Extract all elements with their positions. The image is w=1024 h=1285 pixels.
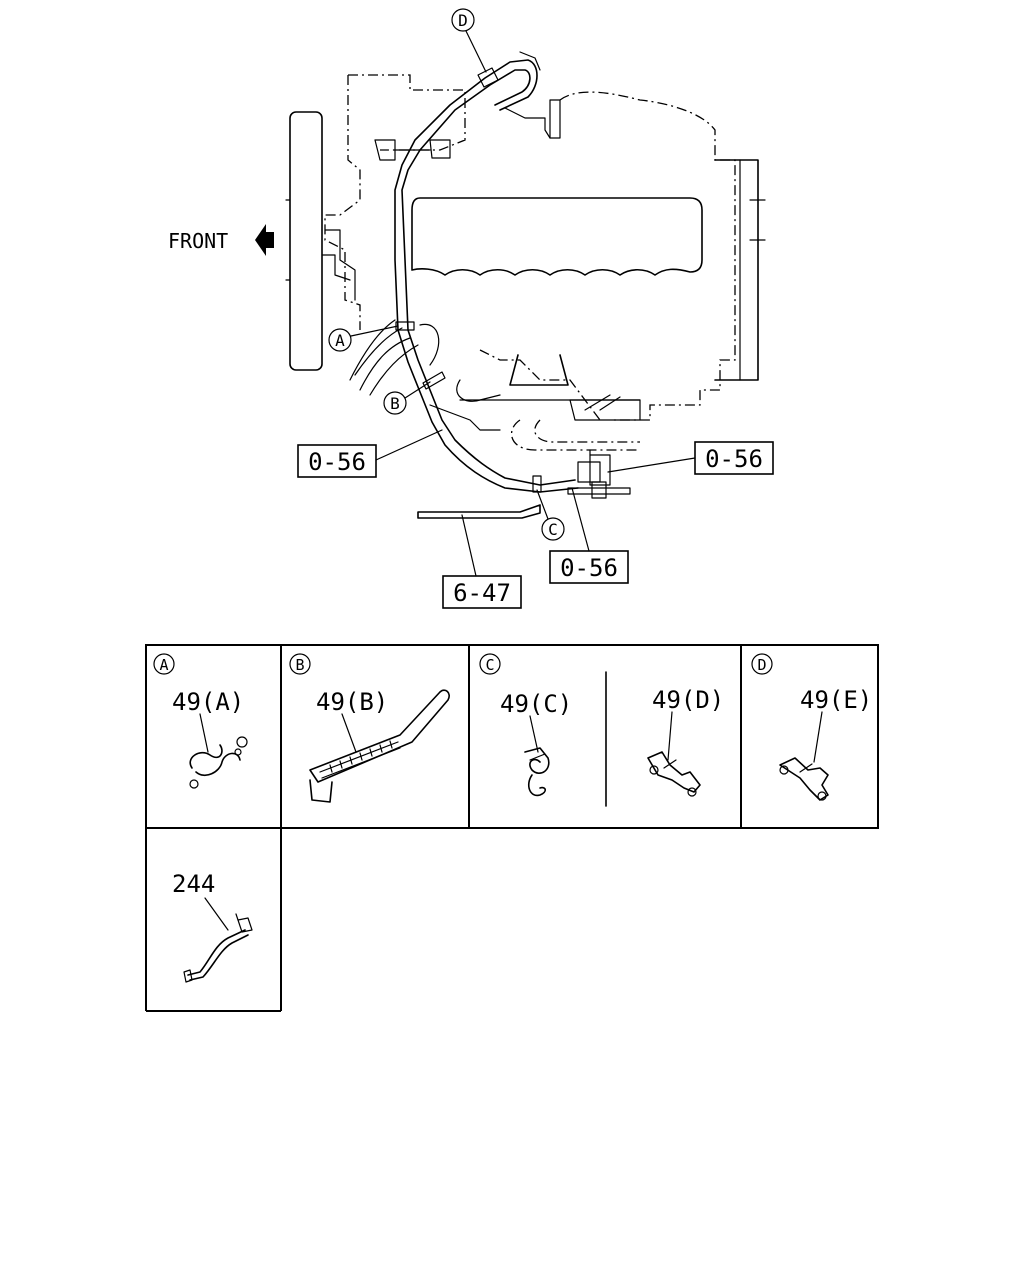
- clip-marker-d: [477, 67, 499, 88]
- front-label: FRONT: [168, 229, 228, 253]
- ref-box-bracket-label: 6-47: [453, 579, 511, 607]
- part-label-49b: 49(B): [316, 688, 388, 716]
- callout-c-letter: C: [548, 520, 558, 539]
- callout-d: D: [451, 8, 487, 73]
- cable-tie-49b-icon: [309, 689, 450, 803]
- ref-box-right[interactable]: 0-56: [607, 441, 774, 475]
- clip-49d-icon: [647, 751, 701, 797]
- panel-a-letter: A: [159, 656, 168, 674]
- clip-marker-c: [532, 475, 542, 493]
- part-label-49d: 49(D): [652, 686, 724, 714]
- clip-marker-b: [422, 371, 446, 390]
- front-indicator: FRONT: [168, 224, 274, 256]
- part-label-49a: 49(A): [172, 688, 244, 716]
- bracket-6-47: [417, 504, 541, 519]
- panel-b-letter: B: [295, 656, 304, 674]
- harness-244-icon: [183, 913, 253, 983]
- detail-grid: [145, 644, 879, 1012]
- detail-panel-b: B 49(B): [289, 653, 450, 803]
- front-pulley: [289, 111, 323, 371]
- ref-box-bracket[interactable]: 6-47: [442, 514, 522, 609]
- callout-a: A: [328, 325, 399, 352]
- callout-c: C: [536, 489, 565, 541]
- panel-d-letter: D: [757, 656, 766, 674]
- clip-49a-icon: [189, 736, 248, 789]
- detail-panel-harness: 244: [172, 870, 253, 983]
- cylinder-head-outline: [559, 91, 736, 421]
- panel-c-letter: C: [485, 656, 494, 674]
- timing-cover-outline: [324, 75, 361, 330]
- part-label-244: 244: [172, 870, 215, 898]
- clip-49c-icon: [524, 747, 550, 797]
- ref-box-right-label: 0-56: [705, 445, 763, 473]
- clip-49e-icon: [779, 757, 829, 801]
- detail-panel-a: A 49(A): [153, 653, 248, 789]
- ref-box-left[interactable]: 0-56: [297, 429, 443, 478]
- detail-panel-c: C 49(C) 49(D): [479, 653, 724, 797]
- part-label-49c: 49(C): [500, 690, 572, 718]
- detail-panel-d: D 49(E): [751, 653, 872, 801]
- ref-box-bottom[interactable]: 0-56: [549, 487, 629, 584]
- wire-harness-main: [394, 51, 631, 519]
- part-label-49e: 49(E): [800, 686, 872, 714]
- rocker-cover: [411, 197, 703, 276]
- engine-illustration: [285, 74, 766, 451]
- callout-d-letter: D: [458, 11, 468, 30]
- ref-box-left-label: 0-56: [308, 448, 366, 476]
- front-arrow-icon: [255, 224, 274, 256]
- callout-a-letter: A: [335, 331, 345, 350]
- callout-b-letter: B: [390, 394, 400, 413]
- callout-b: B: [383, 381, 431, 415]
- ref-box-bottom-label: 0-56: [560, 554, 618, 582]
